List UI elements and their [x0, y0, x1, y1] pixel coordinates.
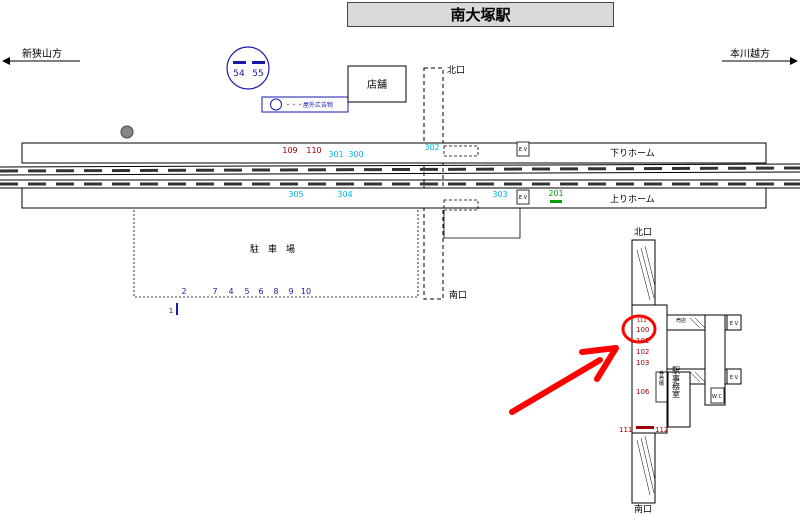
station-title: 南大塚駅 — [347, 2, 614, 27]
highlight-circle — [621, 314, 657, 344]
direction-left-label: 新狭山方 — [22, 47, 62, 60]
legend-number: 55 — [252, 69, 263, 79]
ad-number: 1 — [169, 307, 173, 315]
ad-number: 305 — [288, 190, 303, 199]
down-platform-label: 下りホーム — [610, 148, 655, 159]
ad-number: 304 — [337, 190, 352, 199]
ad-number: 109 — [282, 146, 297, 155]
ad-number: 6 — [258, 287, 263, 296]
ad-number: 112 — [655, 426, 668, 434]
ad-number: 5 — [244, 287, 249, 296]
ad-marker — [550, 200, 562, 203]
north-exit-label: 北口 — [634, 227, 652, 238]
ad-number: 9 — [288, 287, 293, 296]
office-small-label: 券売機 — [658, 370, 664, 387]
parking-ads: 2 7 4 5 6 8 9 10 1 — [169, 287, 311, 315]
office-label: 駅事務室 — [672, 366, 681, 398]
ev-label: E V — [519, 195, 528, 201]
ad-number: 4 — [228, 287, 233, 296]
south-exit-label: 南口 — [634, 503, 652, 514]
grey-marker — [120, 125, 134, 139]
ad-marker — [636, 426, 654, 429]
direction-left: 新狭山方 — [2, 47, 80, 65]
ad-number: 201 — [548, 189, 563, 198]
ev-label: E V — [730, 321, 739, 327]
ev-label: E V — [730, 375, 739, 381]
legend-box: ・・・屋外広告物 — [261, 96, 349, 113]
up-ads: 305 304 303 201 — [288, 189, 564, 203]
legend-number: 54 — [233, 69, 245, 79]
wc-label: W C — [712, 394, 723, 400]
underpass: 北口 南口 — [423, 65, 467, 301]
shop-label: 店舗 — [367, 78, 387, 91]
down-platform: 下りホーム E V — [21, 141, 767, 164]
north-exit-label: 北口 — [447, 65, 465, 76]
ev-label: E V — [519, 147, 528, 153]
ad-number: 111 — [619, 426, 632, 434]
ad-number: 106 — [636, 388, 650, 396]
ad-number: 10 — [301, 287, 311, 296]
direction-right: 本川越方 — [722, 47, 798, 65]
kiosk-label: 売店 — [676, 317, 686, 324]
ad-number: 103 — [636, 359, 649, 367]
ad-number: 110 — [306, 146, 321, 155]
pointer-arrow — [509, 345, 619, 415]
ad-post — [176, 303, 178, 315]
up-platform-label: 上りホーム — [610, 194, 655, 205]
ad-number: 300 — [348, 150, 363, 159]
ad-number: 111 — [637, 318, 647, 324]
legend-circle: 54 55 — [226, 46, 270, 90]
legend-label: ・・・屋外広告物 — [285, 101, 333, 109]
station-building: 北口 南口 E V E V 駅事務室 券売機 売店 W C 111 100 10… — [619, 227, 742, 514]
ad-number: 301 — [328, 150, 343, 159]
direction-right-label: 本川越方 — [730, 47, 770, 60]
up-platform: 上りホーム E V — [21, 187, 767, 239]
ad-number: 2 — [181, 287, 186, 296]
parking-area: 駐 車 場 — [133, 210, 419, 298]
ad-number: 102 — [636, 348, 649, 356]
ad-number: 7 — [212, 287, 217, 296]
ad-number: 100 — [636, 326, 649, 334]
shop: 店舗 — [347, 65, 407, 103]
tracks — [0, 163, 800, 189]
ad-number: 302 — [424, 143, 439, 152]
ad-number: 303 — [492, 190, 507, 199]
down-ads: 109 110 301 300 302 — [282, 143, 439, 159]
south-exit-label: 南口 — [449, 289, 467, 301]
ad-number: 8 — [273, 287, 278, 296]
parking-label: 駐 車 場 — [250, 243, 295, 255]
